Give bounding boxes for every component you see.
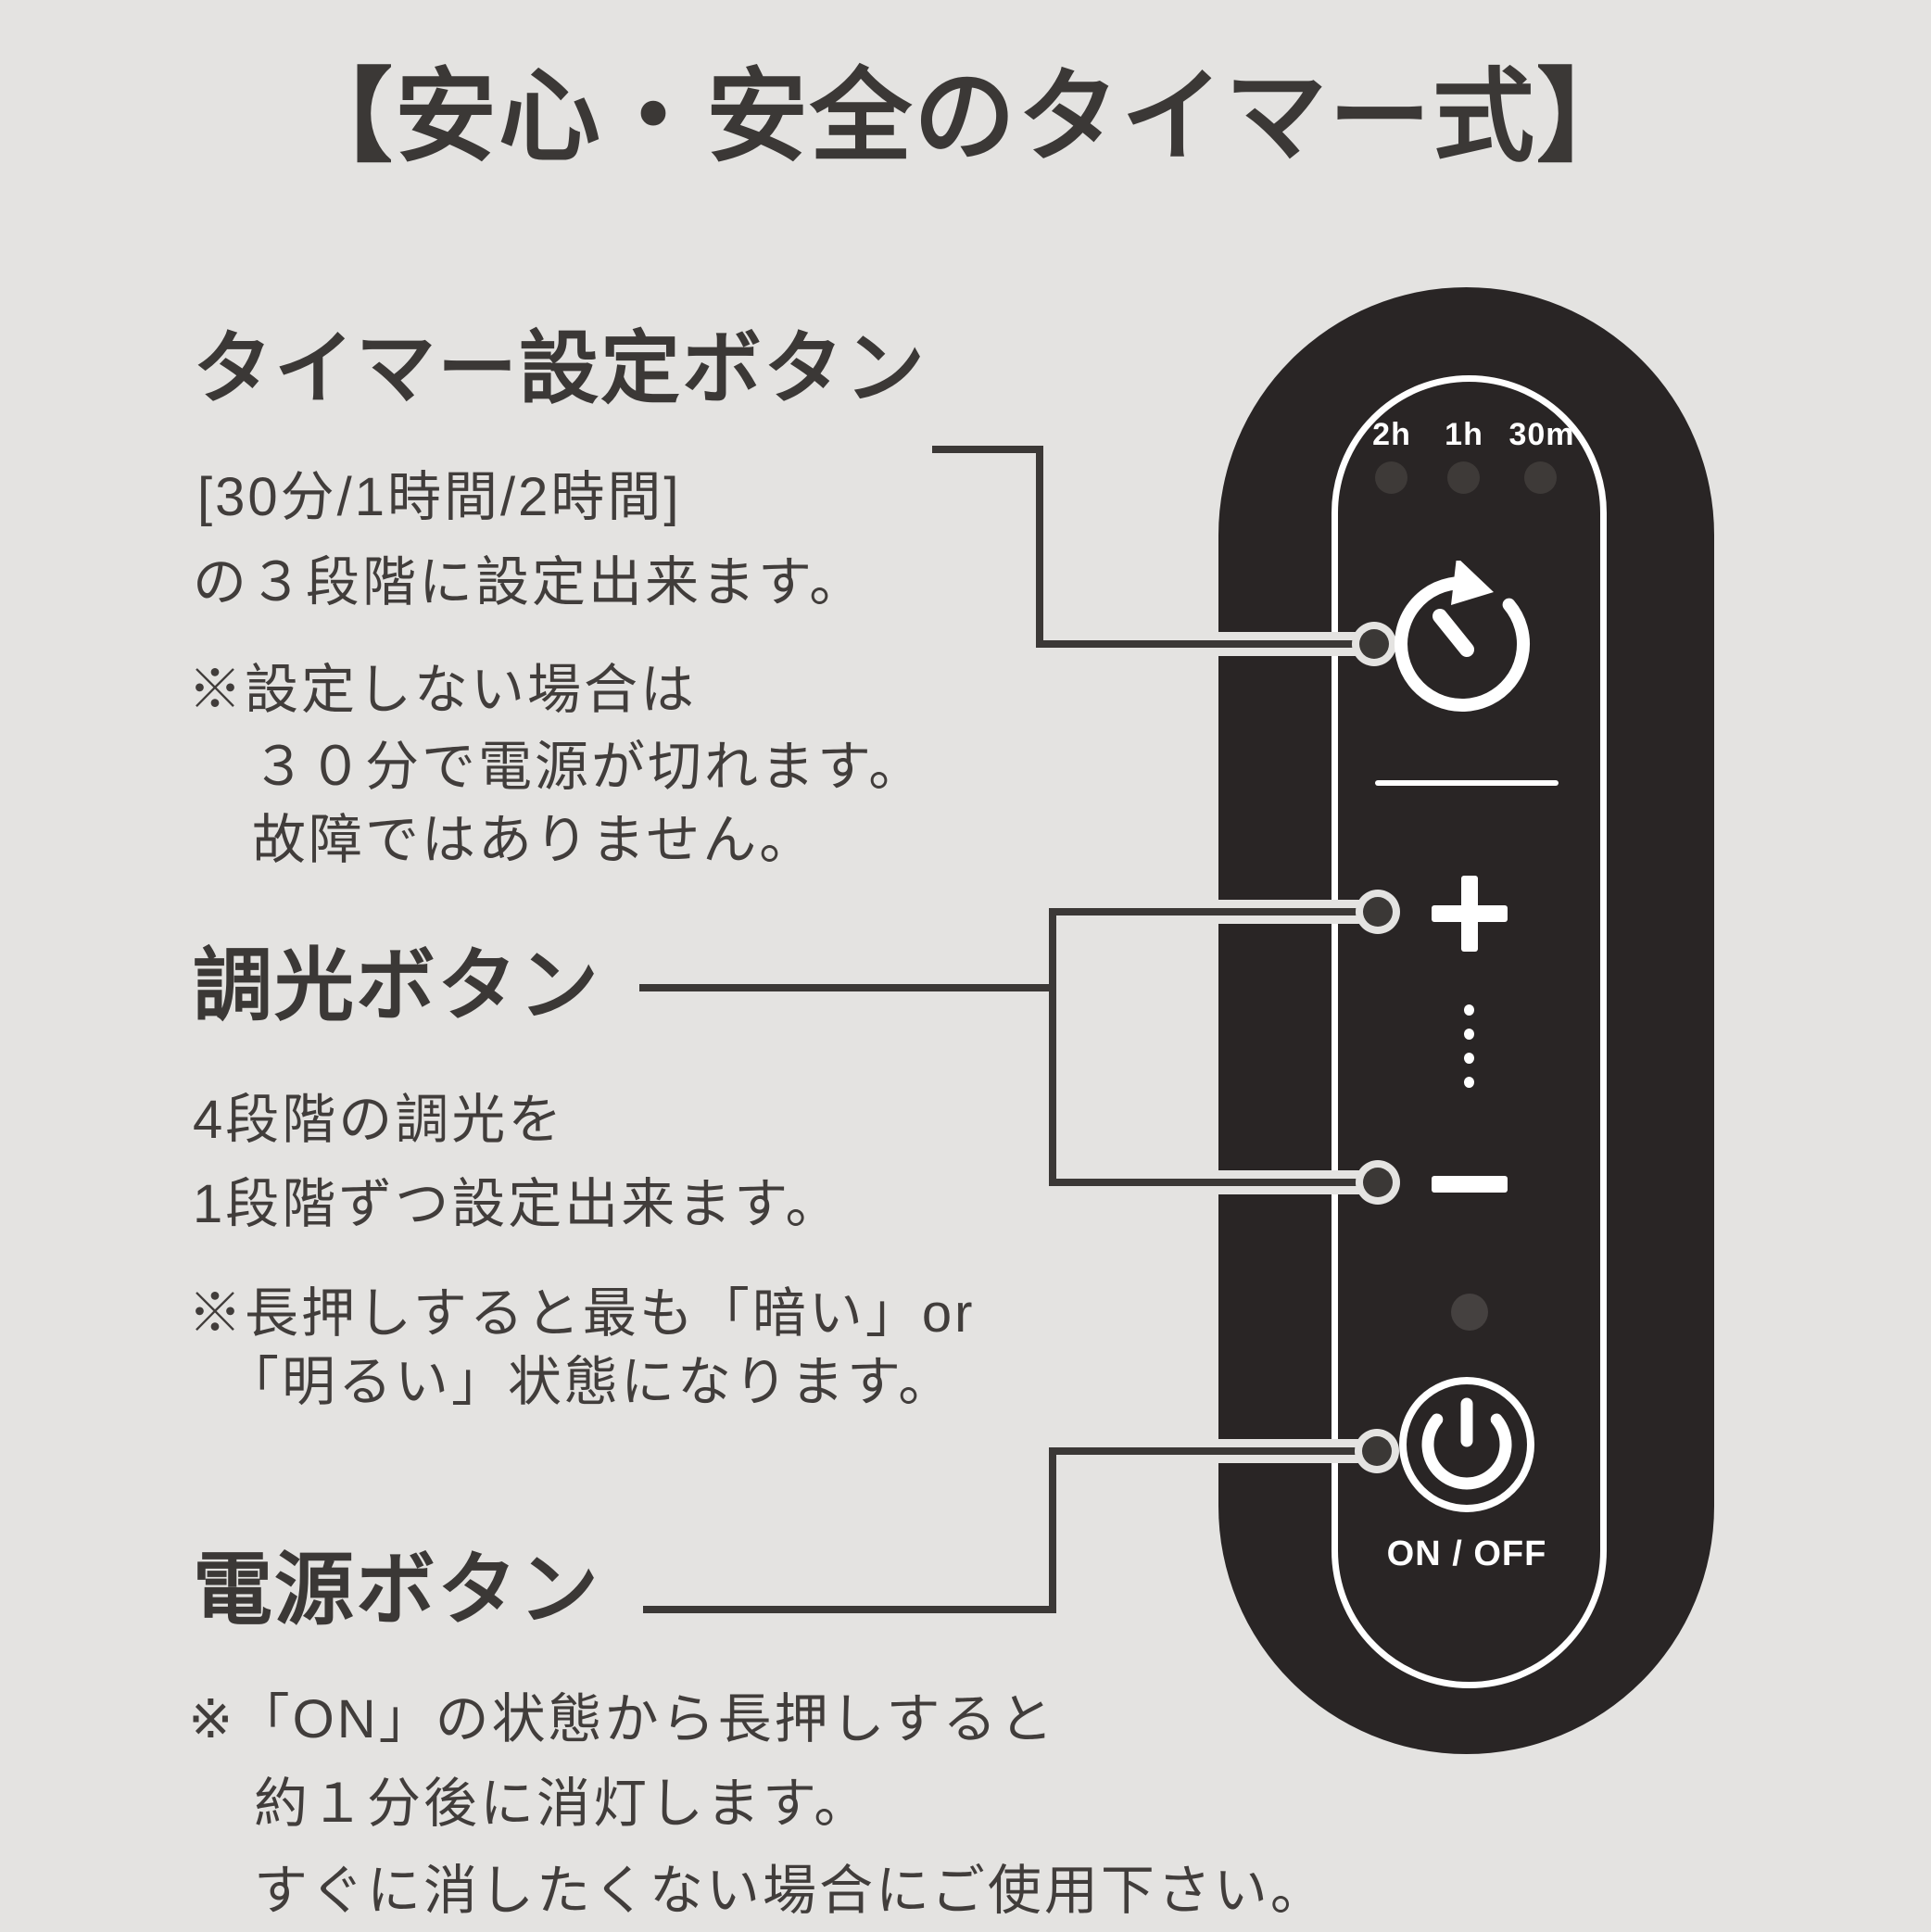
- dimmer-connector-line: [1049, 908, 1056, 1186]
- dimmer-note-line2: 「明るい」状態になります。: [225, 1352, 955, 1412]
- control-panel-outline: [1332, 375, 1607, 1688]
- timer-note-line3: 故障ではありません。: [252, 810, 816, 870]
- power-section-heading: 電源ボタン: [193, 1546, 600, 1635]
- dots-separator-icon: [1464, 1077, 1474, 1088]
- led-1h: [1447, 461, 1480, 494]
- timer-label-2h: 2h: [1372, 417, 1411, 452]
- dots-separator-icon: [1464, 1029, 1474, 1040]
- plus-icon: [1461, 876, 1478, 952]
- dots-separator-icon: [1464, 1004, 1474, 1016]
- power-connector-line: [1049, 1447, 1056, 1613]
- timer-icon: [1395, 561, 1531, 712]
- power-note-line3: すぐに消したくない場合にご使用下さい。: [254, 1861, 1327, 1921]
- power-icon: [1399, 1377, 1534, 1512]
- timer-note-line2: ３０分で電源が切れます。: [252, 737, 926, 797]
- page-title: 【安心・安全のタイマー式】: [291, 60, 1640, 174]
- timer-connector-dot: [1359, 629, 1389, 659]
- dimmer-plus-connector-dot: [1363, 897, 1393, 927]
- timer-label-1h: 1h: [1445, 417, 1483, 452]
- timer-section-heading: タイマー設定ボタン: [193, 324, 927, 413]
- divider-line: [1375, 780, 1559, 786]
- dimmer-connector-line: [639, 984, 1054, 991]
- timer-desc-line1: [30分/1時間/2時間]: [197, 467, 682, 527]
- timer-desc-line2: の３段階に設定出来ます。: [193, 552, 866, 612]
- on-off-label: ON / OFF: [1386, 1534, 1547, 1573]
- power-connector-line: [1049, 1447, 1377, 1455]
- dimmer-connector-line: [1049, 908, 1378, 915]
- power-connector-line: [643, 1606, 1054, 1613]
- timer-connector-line: [1036, 640, 1374, 648]
- timer-label-30m: 30m: [1508, 417, 1575, 452]
- dimmer-minus-connector-dot: [1363, 1168, 1393, 1197]
- status-led: [1451, 1294, 1488, 1331]
- power-connector-dot: [1362, 1436, 1392, 1466]
- led-2h: [1375, 461, 1407, 494]
- dimmer-desc-line2: 1段階ずつ設定出来ます。: [193, 1174, 842, 1234]
- timer-connector-line: [932, 446, 1043, 453]
- dimmer-section-heading: 調光ボタン: [193, 941, 600, 1030]
- timer-connector-line: [1036, 446, 1043, 648]
- dimmer-note-line1: ※長押しすると最も「暗い」or: [188, 1283, 976, 1344]
- dots-separator-icon: [1464, 1053, 1474, 1064]
- led-30m: [1524, 461, 1557, 494]
- power-note-line1: ※「ON」の状態から長押しすると: [188, 1689, 1056, 1749]
- dimmer-connector-line: [1049, 1179, 1378, 1186]
- dimmer-desc-line1: 4段階の調光を: [193, 1090, 565, 1150]
- timer-note-line1: ※設定しない場合は: [188, 660, 698, 720]
- minus-icon: [1432, 1176, 1508, 1193]
- power-note-line2: 約１分後に消灯します。: [254, 1774, 871, 1834]
